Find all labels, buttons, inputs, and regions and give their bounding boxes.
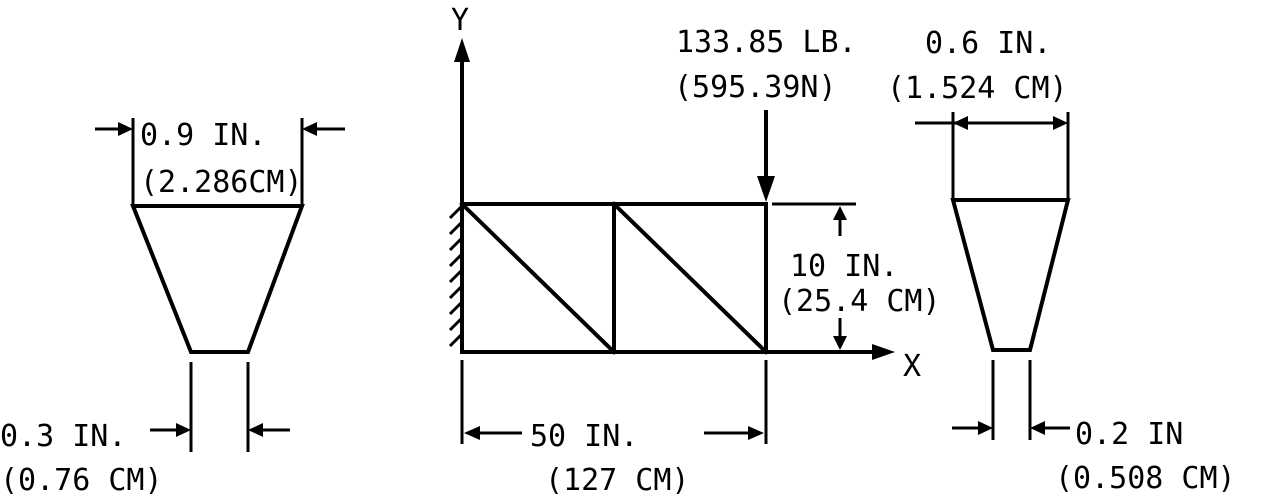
- y-axis-arrowhead: [454, 38, 470, 62]
- height-dim-arrowhead-bottom: [833, 336, 847, 350]
- left-trapezoid: [130, 204, 305, 354]
- diagonal-member-right: [611, 201, 769, 355]
- load-label: 133.85 LB.: [676, 25, 857, 60]
- left-bottom-width-metric-label: (0.76 CM): [0, 463, 163, 496]
- left-bottom-width-label: 0.3 IN.: [0, 419, 126, 454]
- x-axis-label: X: [903, 349, 921, 384]
- right-top-arrowhead-right: [1053, 116, 1068, 130]
- truss: Y X 133.85 LB. (595.39N): [448, 3, 941, 496]
- hatch-line: [448, 316, 464, 332]
- hatch-line: [448, 220, 464, 236]
- hatch-line: [448, 236, 464, 252]
- hatch-line: [448, 332, 464, 348]
- right-bottom-width-metric-label: (0.508 CM): [1055, 461, 1236, 496]
- right-bottom-arrowhead-right: [1030, 421, 1045, 435]
- hatch-line: [448, 284, 464, 300]
- load-arrowhead: [757, 176, 775, 202]
- fixed-support-hatching: [448, 204, 464, 348]
- y-axis-label: Y: [451, 3, 469, 38]
- length-label: 50 IN.: [530, 419, 638, 454]
- height-label: 10 IN.: [790, 249, 898, 284]
- right-top-arrowhead-left: [953, 116, 968, 130]
- left-bottom-arrowhead-right: [248, 423, 263, 437]
- load-metric-label: (595.39N): [674, 70, 837, 105]
- right-top-width-label: 0.6 IN.: [925, 26, 1051, 61]
- hatch-line: [448, 204, 464, 220]
- left-top-arrowhead-right: [302, 122, 317, 136]
- right-bottom-width-label: 0.2 IN: [1075, 417, 1183, 452]
- height-metric-label: (25.4 CM): [778, 284, 941, 319]
- length-metric-label: (127 CM): [545, 463, 690, 496]
- length-dim-arrowhead-right: [748, 426, 764, 440]
- hatch-line: [448, 268, 464, 284]
- right-trapezoid: [950, 198, 1071, 352]
- height-dim-arrowhead-top: [833, 206, 847, 220]
- hatch-line: [448, 300, 464, 316]
- length-dim-arrowhead-left: [464, 426, 480, 440]
- x-axis-arrowhead: [872, 344, 895, 360]
- right-bottom-arrowhead-left: [978, 421, 993, 435]
- left-top-width-metric-label: (2.286CM): [140, 165, 303, 200]
- right-cross-section: 0.6 IN. (1.524 CM) 0.2 IN (0.508 CM): [887, 26, 1236, 496]
- left-bottom-arrowhead-left: [176, 423, 191, 437]
- left-cross-section: 0.9 IN. (2.286CM) 0.3 IN. (0.76 CM): [0, 118, 345, 496]
- hatch-line: [448, 252, 464, 268]
- right-top-width-metric-label: (1.524 CM): [887, 71, 1068, 106]
- diagonal-member-left: [459, 201, 617, 355]
- left-top-arrowhead-left: [118, 122, 133, 136]
- left-top-width-label: 0.9 IN.: [140, 118, 266, 153]
